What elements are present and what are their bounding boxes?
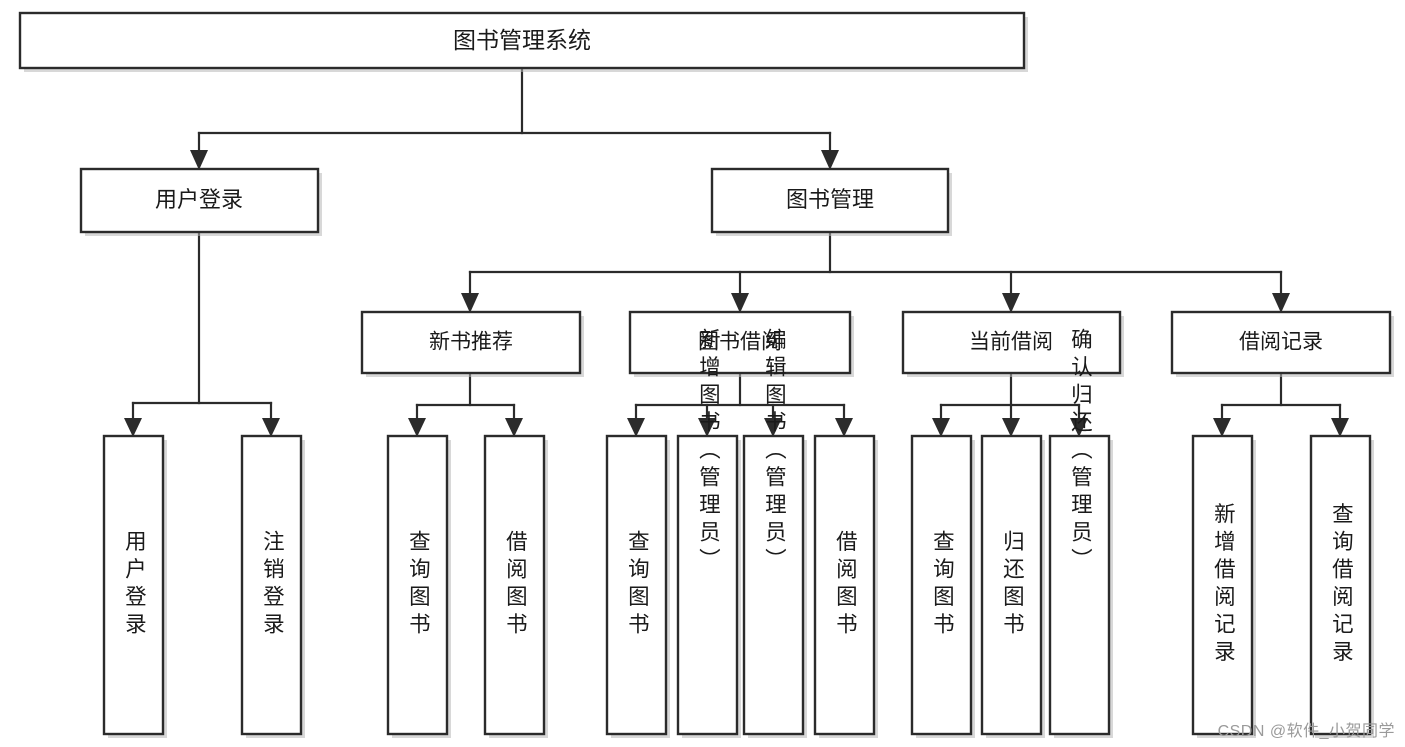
leaf-user-login-2[interactable]: 注销登录: [240, 434, 305, 738]
leaf-recommend-2[interactable]: 借阅图书: [483, 434, 548, 738]
leaf-current-3-box: [1048, 434, 1111, 736]
csdn-watermark: CSDN @软件_小贺同学: [1217, 723, 1395, 740]
leaf-current-3-label: 确认归还（管理员）: [1068, 328, 1092, 576]
leaf-user-login-1[interactable]: 用户登录: [102, 434, 167, 738]
node-book-borrow-label: 图书借阅: [698, 331, 782, 354]
node-book-management-label: 图书管理: [786, 187, 874, 212]
node-new-book-recommend[interactable]: 新书推荐: [360, 310, 584, 377]
leaf-record-2-label: 查询借阅记录: [1329, 502, 1353, 667]
node-user-login[interactable]: 用户登录: [79, 167, 322, 236]
leaf-user-login-1-label: 用户登录: [122, 530, 146, 640]
leaf-borrow-1-label: 查询图书: [625, 530, 649, 640]
arrowhead-rec-leaf-2: [505, 418, 523, 437]
node-book-management[interactable]: 图书管理: [710, 167, 952, 236]
arrowhead-lvl3-3: [1002, 293, 1020, 313]
node-book-borrow-box: [628, 310, 852, 375]
node-root[interactable]: 图书管理系统: [18, 11, 1028, 72]
leaf-record-1-box: [1191, 434, 1254, 736]
arrowhead-current-leaf-2: [1002, 418, 1020, 437]
node-book-management-box: [710, 167, 950, 234]
leaf-user-login-2-label: 注销登录: [260, 530, 284, 640]
arrowhead-current-leaf-1: [932, 418, 950, 437]
leaf-current-1-box: [910, 434, 973, 736]
connectors: [124, 66, 1349, 437]
leaf-record-1-label: 新增借阅记录: [1211, 502, 1235, 667]
node-current-borrow-box: [901, 310, 1122, 375]
node-new-book-recommend-label: 新书推荐: [429, 331, 513, 354]
leaf-current-1[interactable]: 查询图书: [910, 434, 975, 738]
leaf-current-2-box: [980, 434, 1043, 736]
node-root-box: [18, 11, 1026, 70]
leaf-current-2[interactable]: 归还图书: [980, 434, 1045, 738]
arrowhead-login: [190, 150, 208, 170]
arrowhead-borrow-leaf-3: [764, 418, 782, 437]
leaf-current-3[interactable]: 确认归还（管理员）: [1048, 328, 1113, 738]
leaf-recommend-1-box: [386, 434, 449, 736]
leaf-user-login-2-box: [240, 434, 303, 736]
leaf-recommend-1-label: 查询图书: [406, 530, 430, 640]
node-book-borrow[interactable]: 图书借阅: [628, 310, 854, 377]
node-borrow-record-label: 借阅记录: [1239, 331, 1323, 354]
leaf-borrow-2-label: 新增图书（管理员）: [696, 328, 720, 576]
arrowhead-lvl3-1: [461, 293, 479, 313]
leaf-borrow-1[interactable]: 查询图书: [605, 434, 670, 738]
arrowhead-lvl3-2: [731, 293, 749, 313]
node-root-label: 图书管理系统: [453, 27, 591, 53]
leaf-record-2-box: [1309, 434, 1372, 736]
leaf-borrow-4-box: [813, 434, 876, 736]
leaf-borrow-3[interactable]: 编辑图书（管理员）: [742, 328, 807, 738]
leaf-record-1[interactable]: 新增借阅记录: [1191, 434, 1256, 738]
node-borrow-record-box: [1170, 310, 1392, 375]
node-current-borrow[interactable]: 当前借阅: [901, 310, 1124, 377]
leaf-borrow-4[interactable]: 借阅图书: [813, 434, 878, 738]
leaf-current-2-label: 归还图书: [1000, 530, 1024, 640]
node-borrow-record[interactable]: 借阅记录: [1170, 310, 1394, 377]
leaf-recommend-2-box: [483, 434, 546, 736]
leaf-record-2[interactable]: 查询借阅记录: [1309, 434, 1374, 738]
arrowhead-borrow-leaf-1: [627, 418, 645, 437]
leaf-recommend-2-label: 借阅图书: [503, 530, 527, 640]
arrowhead-borrow-leaf-4: [835, 418, 853, 437]
arrowhead-record-leaf-1: [1213, 418, 1231, 437]
arrowhead-record-leaf-2: [1331, 418, 1349, 437]
leaf-borrow-1-box: [605, 434, 668, 736]
node-current-borrow-label: 当前借阅: [969, 331, 1053, 354]
leaf-borrow-3-box: [742, 434, 805, 736]
node-new-book-recommend-box: [360, 310, 582, 375]
arrowhead-borrow-leaf-2: [698, 418, 716, 437]
node-user-login-label: 用户登录: [155, 187, 243, 212]
leaf-borrow-4-label: 借阅图书: [833, 530, 857, 640]
leaf-recommend-1[interactable]: 查询图书: [386, 434, 451, 738]
arrowhead-lvl3-4: [1272, 293, 1290, 313]
arrowhead-bookmgmt: [821, 150, 839, 170]
leaf-borrow-3-label: 编辑图书（管理员）: [762, 328, 786, 576]
leaf-borrow-2[interactable]: 新增图书（管理员）: [676, 328, 741, 738]
arrowhead-current-leaf-3: [1070, 418, 1088, 437]
arrowhead-rec-leaf-1: [408, 418, 426, 437]
arrowhead-login-leaf-1: [124, 418, 142, 437]
leaf-current-1-label: 查询图书: [930, 530, 954, 640]
leaf-borrow-2-box: [676, 434, 739, 736]
leaf-user-login-1-box: [102, 434, 165, 736]
node-user-login-box: [79, 167, 320, 234]
arrowhead-login-leaf-2: [262, 418, 280, 437]
